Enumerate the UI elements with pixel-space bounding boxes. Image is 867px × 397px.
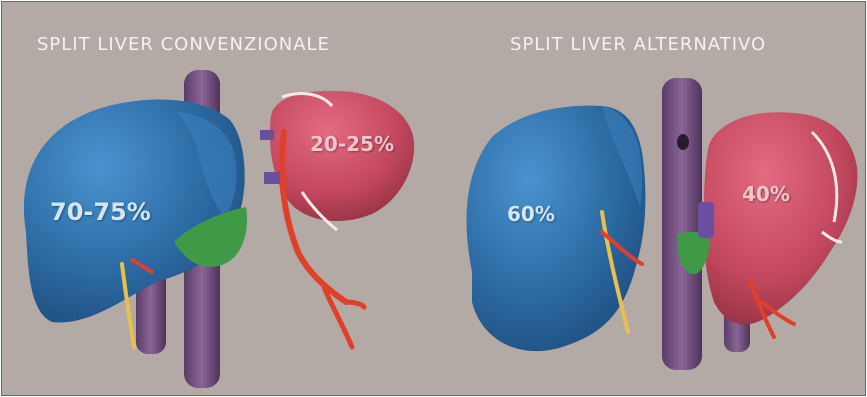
right-liver-small-lobe <box>678 112 857 324</box>
label-right-large-percentage: 60% <box>507 202 555 226</box>
label-right-small-percentage: 40% <box>742 182 790 206</box>
label-left-large-percentage: 70-75% <box>50 198 151 226</box>
label-left-small-percentage: 20-25% <box>310 132 394 156</box>
right-liver-large-lobe <box>467 106 646 352</box>
title-alternative-split: SPLIT LIVER ALTERNATIVO <box>510 34 766 55</box>
title-conventional-split: SPLIT LIVER CONVENZIONALE <box>37 34 330 55</box>
left-liver-small-lobe <box>270 91 414 230</box>
